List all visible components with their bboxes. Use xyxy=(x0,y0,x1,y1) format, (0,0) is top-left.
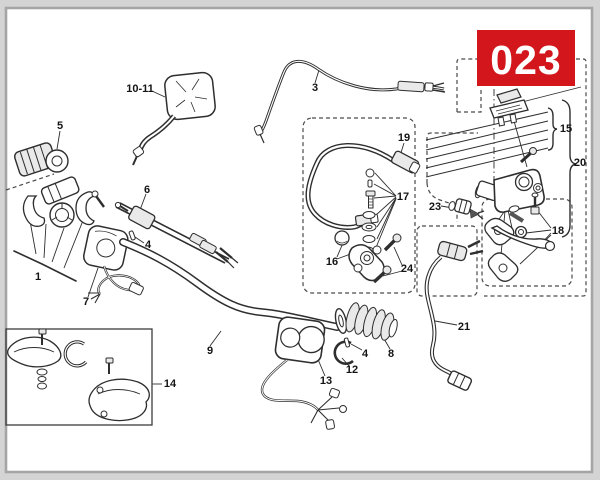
part-label-13: 13 xyxy=(320,375,332,387)
cable-adjuster-assembly-part xyxy=(114,201,239,269)
part-label-8: 8 xyxy=(388,348,394,360)
clamp-bracket-part xyxy=(334,230,385,282)
part-label-6: 6 xyxy=(144,184,150,196)
part-label-9: 9 xyxy=(207,345,213,357)
brace-20 xyxy=(561,99,577,238)
part-label-18: 18 xyxy=(552,225,564,237)
part-label-15: 15 xyxy=(560,123,572,135)
throttle-housing-part xyxy=(260,316,347,430)
right-grip-part xyxy=(334,302,398,341)
part-label-4: 4 xyxy=(362,348,369,360)
part-label-12: 12 xyxy=(346,364,358,376)
clutch-cable-part xyxy=(253,60,446,144)
choke-lever-cluster-part xyxy=(22,176,105,228)
part-label-24: 24 xyxy=(401,263,414,275)
part-label-14: 14 xyxy=(164,378,177,390)
part-label-20: 20 xyxy=(574,157,586,169)
pin-left-part xyxy=(128,230,136,241)
part-label-4: 4 xyxy=(145,239,152,251)
brake-lever-parts xyxy=(484,217,556,282)
group-braces xyxy=(547,99,577,238)
switch-plate-part xyxy=(82,225,144,304)
part-label-23: 23 xyxy=(429,201,441,213)
page-number-text: 023 xyxy=(490,37,561,83)
part-label-16: 16 xyxy=(326,256,338,268)
part-label-19: 19 xyxy=(398,132,410,144)
hand-guards-box xyxy=(5,328,153,426)
mirror-part xyxy=(132,71,216,166)
switch-cable-part xyxy=(424,239,484,391)
part-label-21: 21 xyxy=(458,321,470,333)
part-label-1: 1 xyxy=(35,271,41,283)
cable-set-lines xyxy=(425,111,549,178)
page-number-badge: 023 xyxy=(477,30,575,86)
part-label-7: 7 xyxy=(83,296,89,308)
master-cylinder-part xyxy=(474,147,545,223)
left-grip-part xyxy=(13,142,69,177)
part-label-17: 17 xyxy=(397,191,409,203)
brace-15 xyxy=(547,107,558,151)
part-label-5: 5 xyxy=(57,120,63,132)
clamp-bolts-part xyxy=(372,233,402,284)
part-label-10-11: 10-11 xyxy=(126,83,154,95)
group-1-bracket-line xyxy=(13,250,77,282)
brake-switch-part xyxy=(448,198,485,220)
clamp-plates-part xyxy=(489,88,529,127)
pin-right-part xyxy=(343,337,351,348)
part-label-3: 3 xyxy=(312,82,318,94)
